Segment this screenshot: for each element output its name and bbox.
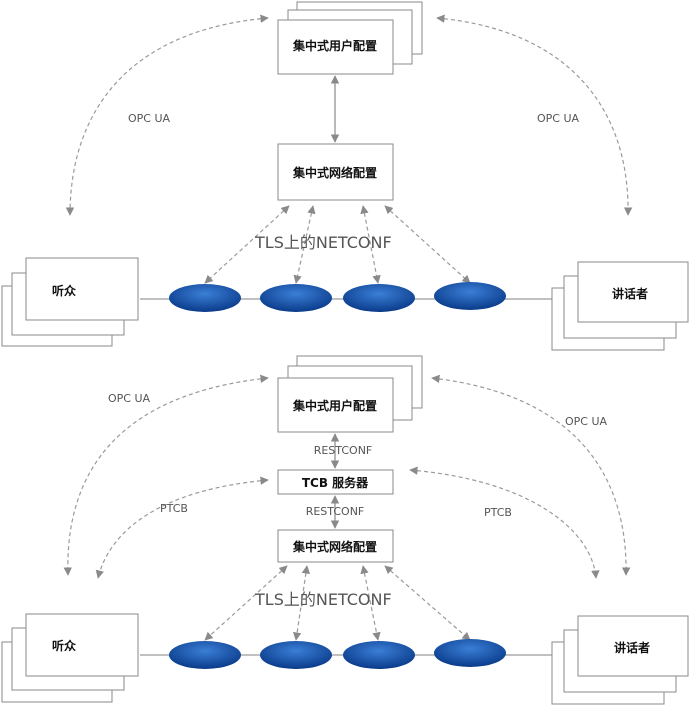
- top-cuc-label: 集中式用户配置: [292, 38, 377, 53]
- bottom-talker-stack[interactable]: 讲话者: [551, 615, 689, 705]
- bottom-bridge-4[interactable]: [434, 639, 506, 667]
- top-bridge-1[interactable]: [169, 284, 241, 312]
- bottom-ptcb-left-label: PTCB: [160, 502, 188, 515]
- bottom-bridge-1[interactable]: [169, 641, 241, 669]
- bottom-cnc-label: 集中式网络配置: [292, 539, 377, 554]
- top-talker-label: 讲话者: [612, 286, 648, 301]
- top-talker-stack[interactable]: 讲话者: [551, 261, 689, 351]
- bottom-listener-stack[interactable]: 听众: [1, 613, 139, 703]
- bottom-tls-label: TLS上的NETCONF: [254, 590, 392, 609]
- top-bridge-2[interactable]: [260, 284, 332, 312]
- top-bridge-4[interactable]: [434, 282, 506, 310]
- bottom-diagram: OPC UA OPC UA PTCB PTCB 集中式用户配置 RESTCONF…: [1, 355, 689, 705]
- top-listener-stack[interactable]: 听众: [1, 257, 139, 347]
- top-cnc-label: 集中式网络配置: [292, 165, 377, 180]
- bottom-restconf-lower: RESTCONF: [306, 505, 365, 518]
- top-opc-right-arc: [436, 14, 633, 216]
- top-opc-left-label: OPC UA: [128, 112, 171, 125]
- bottom-ptcb-right-label: PTCB: [484, 506, 512, 519]
- bottom-cuc-label: 集中式用户配置: [292, 398, 377, 413]
- top-diagram: OPC UA OPC UA 集中式用户配置 集中式网络配置 TLS上的NETCO…: [1, 1, 689, 351]
- bottom-cuc-stack[interactable]: 集中式用户配置: [277, 355, 423, 433]
- bottom-ptcb-right-arc: [409, 466, 600, 579]
- top-opc-right-label: OPC UA: [537, 112, 580, 125]
- bottom-opc-right-arc: [431, 374, 631, 576]
- top-listener-label: 听众: [52, 283, 77, 298]
- bottom-opc-left-arc: [63, 374, 269, 576]
- top-tls-label: TLS上的NETCONF: [254, 233, 392, 252]
- bottom-tcb-box[interactable]: TCB 服务器: [277, 469, 394, 495]
- bottom-talker-label: 讲话者: [614, 640, 650, 655]
- bottom-opc-left-label: OPC UA: [108, 392, 151, 405]
- bottom-tcb-label: TCB 服务器: [302, 475, 369, 490]
- top-cnc-box[interactable]: 集中式网络配置: [277, 143, 394, 201]
- bottom-opc-right-label: OPC UA: [565, 415, 608, 428]
- bottom-restconf-upper: RESTCONF: [314, 444, 373, 457]
- bottom-bridge-3[interactable]: [343, 641, 415, 669]
- top-cuc-stack[interactable]: 集中式用户配置: [277, 1, 423, 75]
- bottom-ptcb-left-arc: [95, 476, 269, 579]
- top-opc-left-arc: [65, 14, 269, 216]
- top-bridge-3[interactable]: [343, 284, 415, 312]
- bottom-bridge-2[interactable]: [260, 641, 332, 669]
- bottom-cnc-box[interactable]: 集中式网络配置: [277, 529, 394, 563]
- bottom-listener-label: 听众: [52, 638, 77, 653]
